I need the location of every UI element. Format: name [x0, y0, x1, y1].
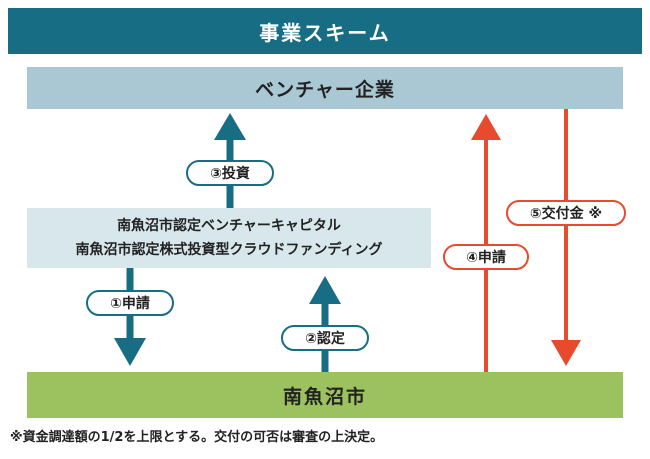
certify-arrow	[309, 276, 341, 372]
certified-crowdfunding-label: 南魚沼市認定株式投資型クラウドファンディング	[75, 242, 383, 258]
venture-company-box: ベンチャー企業	[27, 67, 623, 109]
grant-arrow	[551, 109, 581, 366]
apply-label-4: ④申請	[443, 244, 529, 270]
certify-label: ②認定	[281, 325, 369, 351]
city-label: 南魚沼市	[282, 385, 367, 408]
footnote: ※資金調達額の1/2を上限とする。交付の可否は審査の上決定。	[10, 430, 384, 445]
invest-label: ③投資	[186, 160, 274, 186]
apply-label-1: ①申請	[86, 290, 174, 316]
certified-entities-box: 南魚沼市認定ベンチャーキャピタル 南魚沼市認定株式投資型クラウドファンディング	[27, 208, 431, 268]
scheme-title: 事業スキーム	[8, 8, 642, 54]
apply-arrow-4	[471, 114, 501, 372]
city-box: 南魚沼市	[27, 372, 623, 418]
certified-vc-label: 南魚沼市認定ベンチャーキャピタル	[117, 218, 341, 234]
grant-label: ⑤交付金 ※	[506, 200, 626, 226]
apply-arrow-1	[114, 268, 146, 366]
venture-company-label: ベンチャー企業	[255, 78, 395, 101]
